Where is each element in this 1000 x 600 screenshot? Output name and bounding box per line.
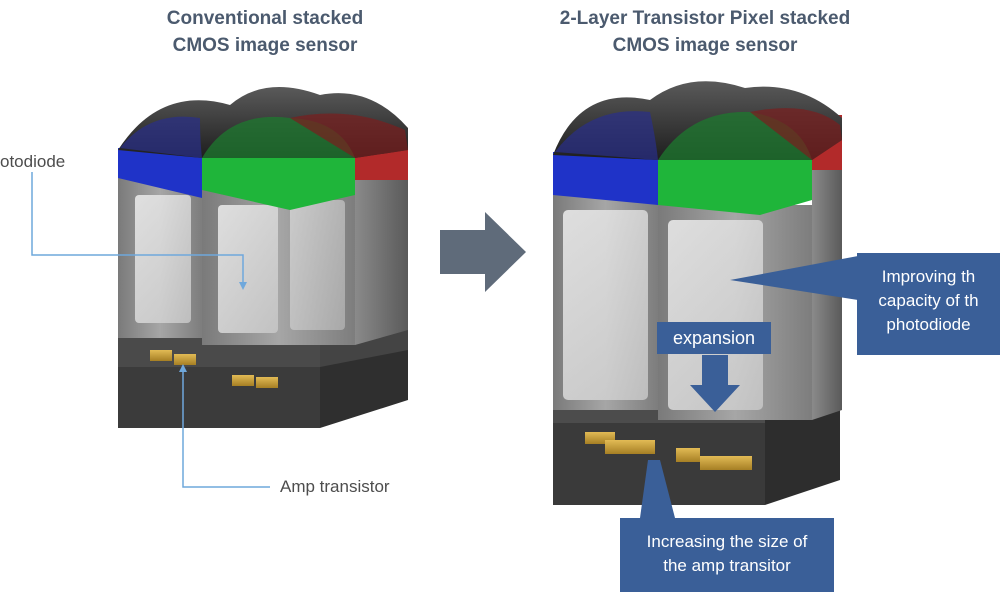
photodiode-callout-pointer [730,256,858,300]
amp-callout: Increasing the size of the amp transitor [620,518,834,592]
blue-filter-left [118,148,202,198]
right-title-line2: CMOS image sensor [612,35,798,56]
photodiode-callout-line1: Improving th [881,267,976,286]
photodiode-callout-line2: capacity of th [878,291,979,310]
amp-transistor-label: Amp transistor [280,477,390,496]
left-title: Conventional stacked CMOS image sensor [110,5,420,59]
amp-transistor-left-1 [150,350,172,361]
green-filter-right [658,160,812,215]
amp-callout-line1: Increasing the size of [646,532,808,551]
photodiode-right-1 [563,210,648,400]
amp-leader-line [182,372,270,488]
amp-transistor-right-2 [676,448,700,462]
right-title: 2-Layer Transistor Pixel stacked CMOS im… [520,5,890,59]
photodiode-callout: Improving th capacity of th photodiode [857,253,1000,355]
photodiode-label: otodiode [0,152,66,171]
right-title-line1: 2-Layer Transistor Pixel stacked [559,8,851,29]
expansion-label: expansion [657,322,771,354]
down-arrow-icon [690,385,740,412]
two-layer-sensor [553,81,842,505]
photodiode-left-1 [135,195,191,323]
photodiode-left-2 [218,205,278,333]
blue-filter-right [553,152,658,205]
photodiode-callout-line3: photodiode [886,315,971,334]
left-title-line2: CMOS image sensor [172,35,358,56]
conventional-sensor [118,87,408,428]
left-title-line1: Conventional stacked [166,8,364,29]
amp-callout-pointer [640,460,675,518]
photodiode-leader-line [31,172,244,282]
green-filter-left [202,158,355,210]
photodiode-right-2 [668,220,763,410]
right-arrow-icon [440,212,526,292]
amp-transistor-left-2 [232,375,254,386]
amp-callout-line2: the amp transitor [663,556,791,575]
